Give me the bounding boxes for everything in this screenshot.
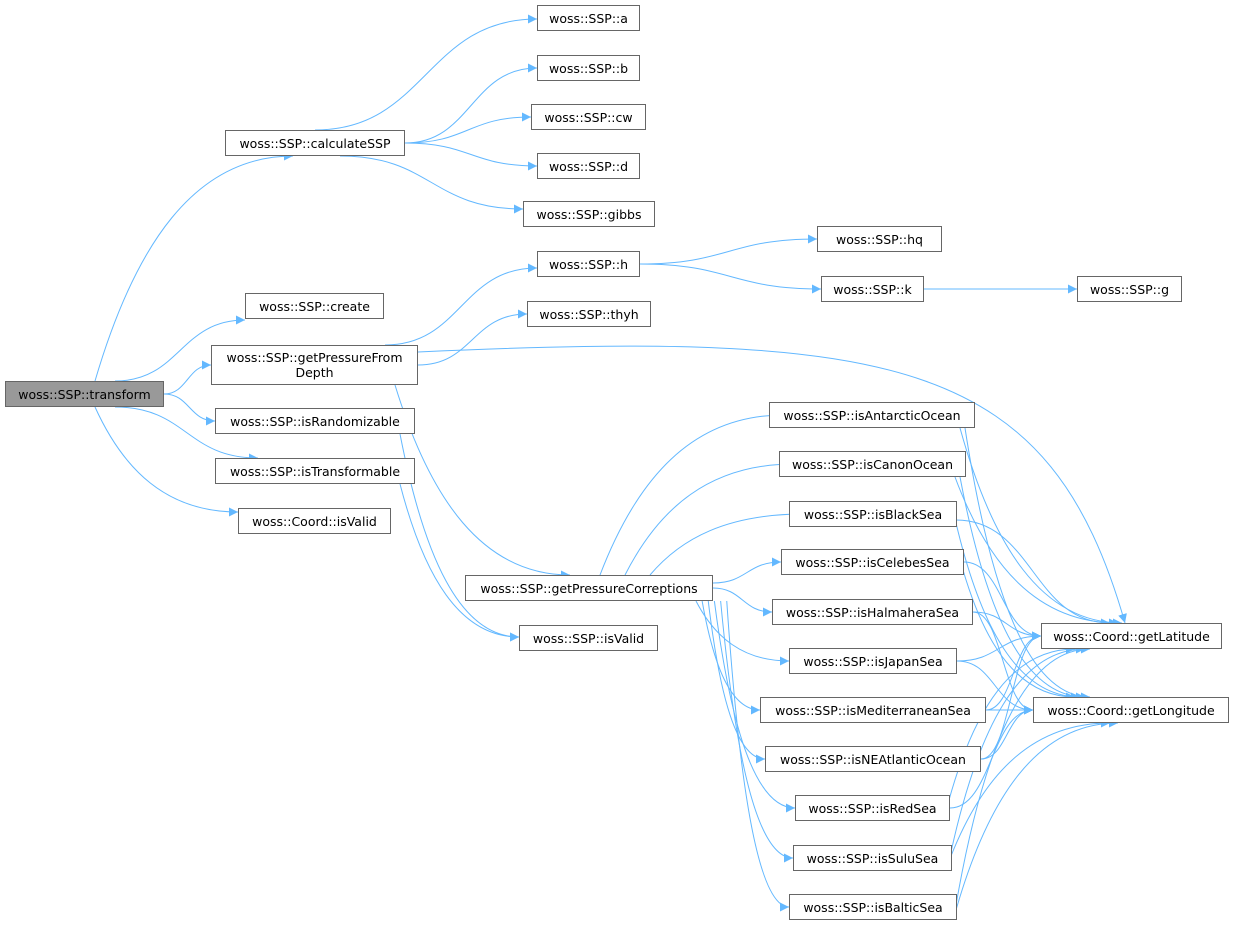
edge-calculateSSP-to-d [404,142,538,171]
edge-transform-to-isTransformable [114,406,259,463]
node-isCelebesSea[interactable]: woss::SSP::isCelebesSea [781,549,964,575]
edge-isTransformable-to-sspIsValid [399,483,520,642]
edge-getPressureCorreptions-to-isCelebesSea [712,557,782,584]
edge-getPressureCorreptions-to-isMediterraneanSea [701,600,761,715]
node-g[interactable]: woss::SSP::g [1077,276,1182,302]
edge-h-to-hq [639,234,818,265]
node-isTransformable[interactable]: woss::SSP::isTransformable [215,458,415,484]
edge-isAntarcticOcean-to-getLatitude [959,427,1123,628]
node-calculateSSP[interactable]: woss::SSP::calculateSSP [225,130,405,156]
edge-getPressureCorreptions-to-isSuluSea [720,600,794,863]
edge-isSuluSea-to-getLatitude [950,644,1086,853]
node-isJapanSea[interactable]: woss::SSP::isJapanSea [789,648,957,674]
node-a[interactable]: woss::SSP::a [537,5,640,31]
edge-getPressureCorreptions-to-isRedSea [713,600,796,813]
node-isAntarcticOcean[interactable]: woss::SSP::isAntarcticOcean [769,402,975,428]
node-coordIsValid[interactable]: woss::Coord::isValid [238,508,391,534]
edge-isSuluSea-to-getLongitude [950,718,1111,857]
edge-isAntarcticOcean-to-getLongitude [964,427,1091,702]
node-getLatitude[interactable]: woss::Coord::getLatitude [1041,623,1222,649]
node-isRandomizable[interactable]: woss::SSP::isRandomizable [215,408,415,434]
node-create[interactable]: woss::SSP::create [245,293,384,319]
edge-getPressureCorreptions-to-isBalticSea [726,600,790,912]
node-getPressureFromDepth[interactable]: woss::SSP::getPressureFrom Depth [211,345,418,385]
edge-getPressureCorreptions-to-isBlackSea [649,509,805,576]
edge-calculateSSP-to-b [404,63,538,144]
edge-isRandomizable-to-sspIsValid [399,433,520,642]
edge-isCelebesSea-to-getLatitude [963,561,1042,641]
node-isBlackSea[interactable]: woss::SSP::isBlackSea [789,501,957,527]
edge-getPressureFromDepth-to-thyh [417,309,528,366]
node-h[interactable]: woss::SSP::h [537,251,640,277]
edge-getPressureCorreptions-to-isHalmaheraSea [712,587,773,617]
edge-transform-to-coordIsValid [94,406,239,517]
edge-getPressureCorreptions-to-isCanonOcean [624,459,795,576]
node-thyh[interactable]: woss::SSP::thyh [527,301,651,327]
edge-isBlackSea-to-getLatitude [955,519,1111,628]
node-isSuluSea[interactable]: woss::SSP::isSuluSea [793,845,952,871]
edge-getPressureCorreptions-to-isJapanSea [695,600,790,666]
node-b[interactable]: woss::SSP::b [537,55,640,81]
edge-isNEAtlanticOcean-to-getLongitude [980,705,1034,760]
edge-isJapanSea-to-getLongitude [956,660,1034,715]
edge-getPressureFromDepth-to-getLatitude [417,345,1127,624]
edge-h-to-k [639,263,822,294]
node-isMediterraneanSea[interactable]: woss::SSP::isMediterraneanSea [760,697,986,723]
node-d[interactable]: woss::SSP::d [537,153,640,179]
edge-calculateSSP-to-gibbs [339,155,524,214]
edge-isHalmaheraSea-to-getLatitude [972,611,1042,641]
node-sspIsValid[interactable]: woss::SSP::isValid [519,625,658,651]
edge-getPressureFromDepth-to-getPressureCorreptions [394,384,571,580]
node-isNEAtlanticOcean[interactable]: woss::SSP::isNEAtlanticOcean [765,746,981,772]
edge-transform-to-calculateSSP [94,151,294,382]
edge-isCelebesSea-to-getLongitude [962,569,1076,702]
edge-isRedSea-to-getLatitude [948,644,1076,801]
node-gibbs[interactable]: woss::SSP::gibbs [523,201,655,227]
edge-transform-to-isRandomizable [163,393,216,426]
node-isRedSea[interactable]: woss::SSP::isRedSea [795,795,950,821]
node-transform: woss::SSP::transform [5,381,164,407]
node-getLongitude[interactable]: woss::Coord::getLongitude [1033,697,1229,723]
edge-isCanonOcean-to-getLongitude [959,476,1086,702]
node-isBalticSea[interactable]: woss::SSP::isBalticSea [789,894,957,920]
edge-calculateSSP-to-cw [404,112,532,144]
node-k[interactable]: woss::SSP::k [821,276,924,302]
node-isCanonOcean[interactable]: woss::SSP::isCanonOcean [779,451,966,477]
edge-getPressureFromDepth-to-h [384,263,538,346]
edge-getPressureCorreptions-to-isNEAtlanticOcean [707,600,766,764]
edge-isBalticSea-to-getLongitude [955,718,1119,911]
edge-isNEAtlanticOcean-to-getLatitude [980,631,1042,760]
edge-getPressureCorreptions-to-isAntarcticOcean [599,410,785,576]
edge-transform-to-create [114,315,246,382]
node-hq[interactable]: woss::SSP::hq [817,226,942,252]
node-cw[interactable]: woss::SSP::cw [531,104,646,130]
edge-calculateSSP-to-a [314,14,538,131]
edge-isBlackSea-to-getLongitude [955,522,1081,702]
edge-isJapanSea-to-getLatitude [956,631,1042,662]
edge-isBalticSea-to-getLatitude [955,644,1091,906]
node-getPressureCorreptions[interactable]: woss::SSP::getPressureCorreptions [465,575,713,601]
node-isHalmaheraSea[interactable]: woss::SSP::isHalmaheraSea [772,599,973,625]
edge-isHalmaheraSea-to-getLongitude [972,611,1034,715]
edge-transform-to-getPressureFromDepth [163,360,212,395]
